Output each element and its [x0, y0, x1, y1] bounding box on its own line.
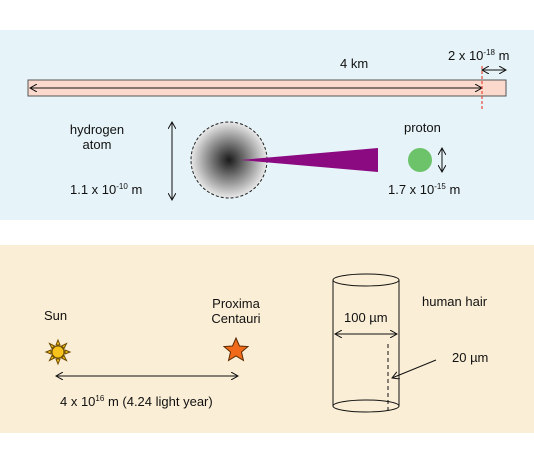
sun-icon [44, 338, 72, 366]
bar-length-label: 4 km [340, 56, 369, 71]
hair-inner-pointer [392, 359, 437, 378]
star-icon [222, 336, 250, 362]
proton [408, 148, 432, 172]
hydrogen-size-base: 1.1 x 10 [70, 182, 117, 197]
sun-label: Sun [44, 308, 68, 323]
atomic-scale-panel [0, 30, 534, 220]
proton-size-base: 1.7 x 10 [388, 182, 435, 197]
proton-size-exponent: -15 [434, 182, 446, 191]
bar-tick-unit: m [494, 48, 510, 63]
hydrogen-atom-label: hydrogen atom [64, 122, 130, 152]
zoom-wedge [240, 148, 378, 172]
distance-base: 4 x 10 [60, 394, 96, 409]
bar-tick-label: 2 x 10-18 m [448, 48, 509, 63]
hair-inner-label: 20 µm [452, 350, 489, 365]
distance-unit: m (4.24 light year) [104, 394, 213, 409]
hair-cylinder [332, 273, 400, 413]
hydrogen-size-exponent: -10 [116, 182, 128, 191]
bar-tick-exponent: -18 [483, 48, 495, 57]
bar-tick-base: 2 x 10 [448, 48, 484, 63]
astronomic-scale-panel [0, 245, 534, 433]
distance-exponent: 16 [95, 394, 105, 403]
star-label-line1: Proxima [212, 296, 260, 311]
proton-size-unit: m [445, 182, 461, 197]
hydrogen-size-unit: m [127, 182, 143, 197]
proton-label: proton [404, 120, 441, 135]
star-label-line2: Centauri [211, 311, 261, 326]
hydrogen-label-line2: atom [82, 137, 112, 152]
hair-label: human hair [422, 294, 488, 309]
proton-size-label: 1.7 x 10-15 m [388, 182, 460, 197]
hair-diameter-label: 100 µm [344, 310, 388, 325]
distance-label: 4 x 1016 m (4.24 light year) [60, 394, 213, 409]
hydrogen-size-label: 1.1 x 10-10 m [70, 182, 142, 197]
star-label: Proxima Centauri [198, 296, 274, 326]
hydrogen-label-line1: hydrogen [69, 122, 125, 137]
